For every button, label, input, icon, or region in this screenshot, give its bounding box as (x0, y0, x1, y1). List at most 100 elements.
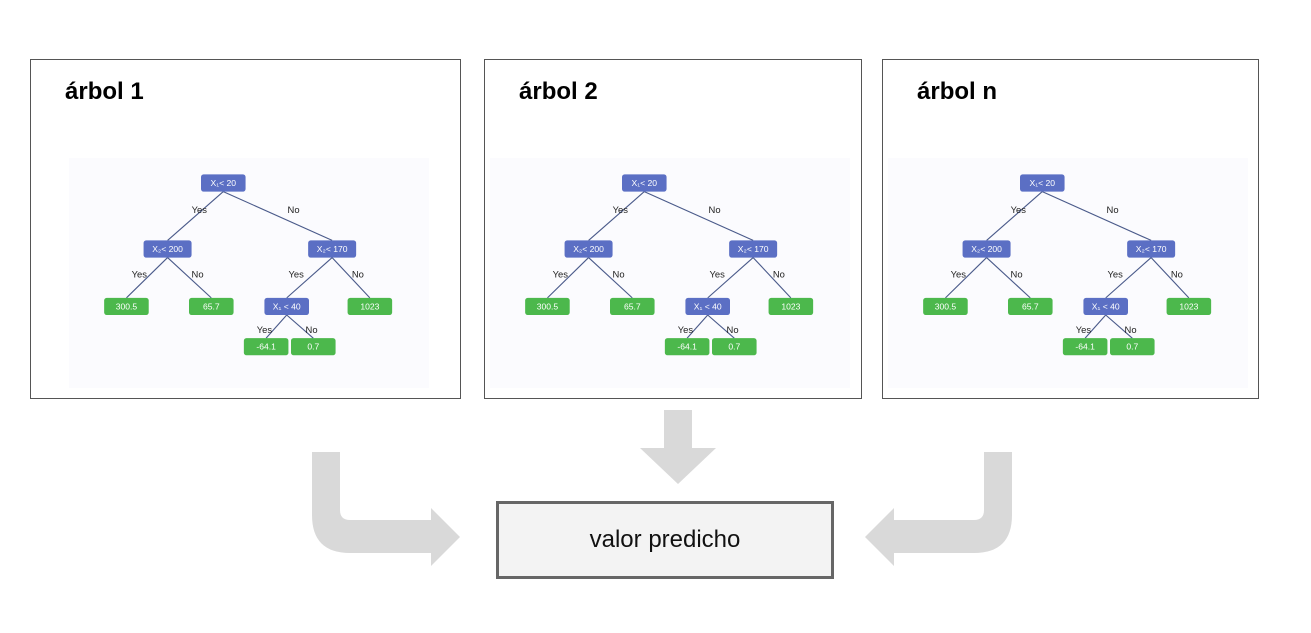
leaf-node-box (712, 338, 757, 356)
split-node-box (1020, 174, 1065, 192)
tree-edge (707, 257, 754, 299)
tree-edge (547, 257, 589, 299)
leaf-node-label: 65.7 (1022, 301, 1039, 311)
split-node-label: X₁ < 40 (694, 301, 722, 311)
tree-title: árbol 2 (519, 78, 598, 105)
branch-yes-label: Yes (1011, 204, 1027, 215)
tree-edge (167, 257, 212, 299)
split-node-box (264, 297, 309, 315)
branch-no-label: No (352, 268, 364, 279)
tree-edge (686, 314, 709, 339)
tree-edge (167, 191, 224, 241)
leaf-node-label: 1023 (360, 301, 379, 311)
tree-edge (986, 257, 1031, 299)
leaf-node-label: 1023 (1179, 301, 1198, 311)
tree-edge (644, 191, 754, 241)
tree-edge (752, 257, 792, 299)
leaf-node-label: -64.1 (677, 342, 697, 352)
tree-edge (707, 314, 735, 339)
leaf-node-box (768, 297, 814, 315)
arrow-left-icon (312, 452, 460, 566)
leaf-node-box (1110, 338, 1155, 356)
split-node-box (1127, 240, 1176, 258)
branch-no-label: No (1171, 268, 1183, 279)
predicted-value-label: valor predicho (589, 526, 741, 553)
split-node-label: X₂< 170 (1136, 244, 1167, 254)
split-node-label: X₂< 170 (738, 244, 769, 254)
tree-edge (1084, 314, 1107, 339)
leaf-node-label: 300.5 (537, 301, 559, 311)
arrow-down-icon (640, 410, 716, 484)
split-node-label: X₂< 170 (317, 244, 348, 254)
leaf-node-box (525, 297, 570, 315)
leaf-node-box (923, 297, 968, 315)
leaf-node-box (664, 338, 710, 356)
tree-edge (1042, 191, 1152, 241)
leaf-node-box (291, 338, 336, 356)
leaf-node-box (1166, 297, 1212, 315)
branch-yes-label: Yes (553, 268, 569, 279)
split-node-box (308, 240, 357, 258)
split-node-box (962, 240, 1011, 258)
leaf-node-label: 0.7 (728, 342, 740, 352)
branch-no-label: No (192, 268, 204, 279)
tree-edge (588, 191, 645, 241)
tree-title: árbol n (917, 78, 998, 105)
leaf-node-box (243, 338, 289, 356)
leaf-node-box (104, 297, 149, 315)
leaf-node-label: 65.7 (624, 301, 641, 311)
branch-no-label: No (727, 324, 739, 335)
split-node-box (564, 240, 613, 258)
tree-edge (223, 191, 333, 241)
leaf-node-box (1008, 297, 1053, 315)
branch-no-label: No (1125, 324, 1137, 335)
branch-yes-label: Yes (257, 324, 273, 335)
leaf-node-box (189, 297, 234, 315)
branch-no-label: No (288, 204, 300, 215)
split-node-label: X₂< 200 (152, 244, 183, 254)
branch-yes-label: Yes (1076, 324, 1092, 335)
tree-edge (126, 257, 168, 299)
tree-edge (1150, 257, 1190, 299)
tree-edge (286, 257, 333, 299)
split-node-box (1083, 297, 1128, 315)
split-node-box (622, 174, 667, 192)
branch-yes-label: Yes (132, 268, 148, 279)
split-node-box (729, 240, 778, 258)
leaf-node-label: -64.1 (256, 342, 276, 352)
branch-no-label: No (1107, 204, 1119, 215)
branch-yes-label: Yes (613, 204, 629, 215)
leaf-node-box (610, 297, 655, 315)
tree-edge (265, 314, 288, 339)
leaf-node-label: 65.7 (203, 301, 220, 311)
tree-edge (331, 257, 371, 299)
leaf-node-label: 300.5 (935, 301, 957, 311)
split-node-label: X₁ < 40 (273, 301, 301, 311)
predicted-value-box: valor predicho (496, 501, 834, 579)
branch-yes-label: Yes (1107, 268, 1123, 279)
split-node-box (201, 174, 246, 192)
leaf-node-label: -64.1 (1075, 342, 1095, 352)
branch-no-label: No (306, 324, 318, 335)
leaf-node-label: 300.5 (116, 301, 138, 311)
split-node-label: X₁ < 40 (1092, 301, 1120, 311)
branch-yes-label: Yes (951, 268, 967, 279)
branch-no-label: No (613, 268, 625, 279)
split-node-label: X₁< 20 (211, 178, 237, 188)
tree-edge (986, 191, 1043, 241)
split-node-label: X₁< 20 (632, 178, 658, 188)
branch-no-label: No (773, 268, 785, 279)
tree-title: árbol 1 (65, 78, 144, 105)
tree-edge (286, 314, 314, 339)
leaf-node-label: 1023 (781, 301, 800, 311)
leaf-node-label: 0.7 (307, 342, 319, 352)
branch-yes-label: Yes (709, 268, 725, 279)
leaf-node-box (347, 297, 393, 315)
split-node-box (143, 240, 192, 258)
